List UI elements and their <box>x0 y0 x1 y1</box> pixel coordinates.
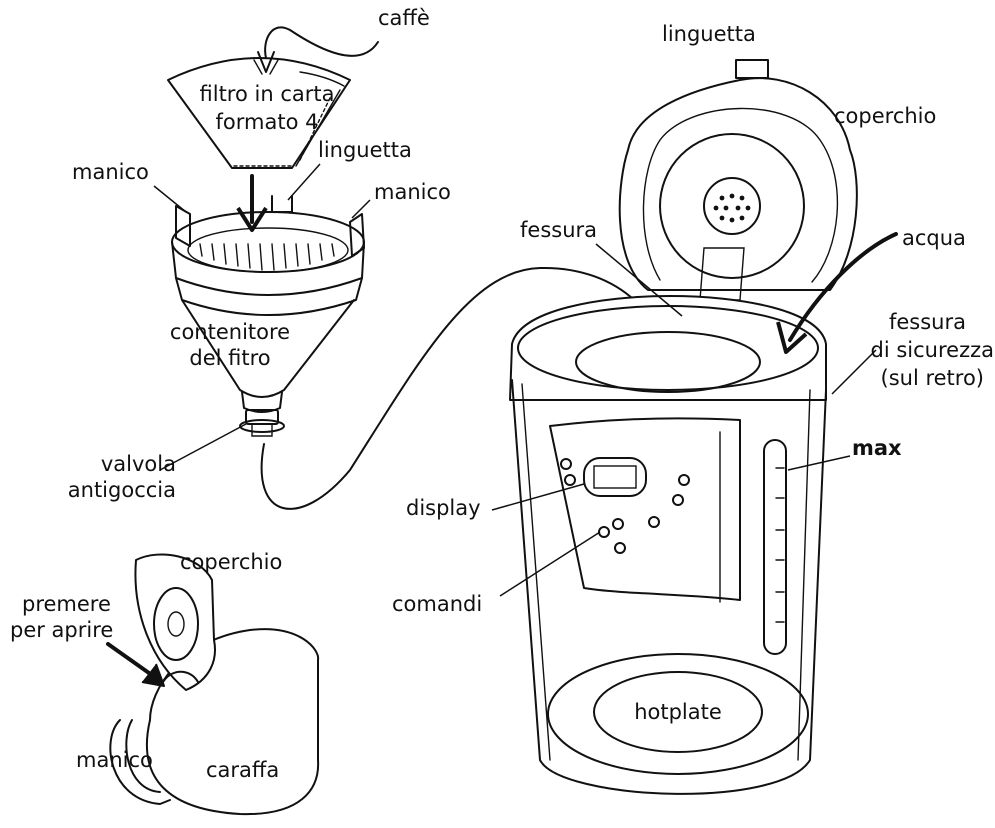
label-machine-lid: coperchio <box>834 104 937 128</box>
label-on-back: (sul retro) <box>880 366 985 390</box>
label-water: acqua <box>902 226 966 250</box>
carafe <box>106 553 320 816</box>
label-handle-right: manico <box>374 180 451 204</box>
label-valve: valvola <box>100 452 176 476</box>
label-carafe-lid: coperchio <box>180 550 283 574</box>
label-carafe-handle: manico <box>76 748 153 772</box>
label-filter-holder-2: del fitro <box>189 346 271 370</box>
label-filter-size: formato 4 <box>215 110 319 134</box>
label-to-open: per aprire <box>10 618 114 642</box>
label-handle-left: manico <box>72 160 149 184</box>
label-safety-slot-2: di sicurezza <box>870 338 994 362</box>
label-press: premere <box>22 592 111 616</box>
coffee-machine <box>509 59 898 795</box>
label-carafe: caraffa <box>206 758 280 782</box>
label-hotplate: hotplate <box>634 700 722 724</box>
label-filter-holder: contenitore <box>169 320 291 344</box>
filter-holder <box>171 195 365 437</box>
label-paper-filter: filtro in carta <box>199 82 335 106</box>
label-controls: comandi <box>392 592 483 616</box>
label-slot: fessura <box>520 218 598 242</box>
label-caffe: caffè <box>378 6 430 30</box>
control-buttons <box>560 458 690 554</box>
label-filter-tab: linguetta <box>318 138 412 162</box>
lid-sprinkler-holes <box>713 193 751 223</box>
coffee-pour-arrow <box>253 26 379 75</box>
label-lid-tab: linguetta <box>662 22 756 46</box>
label-safety-slot: fessura <box>888 310 966 334</box>
label-display: display <box>406 496 481 520</box>
leader-lines <box>153 163 877 597</box>
label-anti-drip: antigoccia <box>67 478 176 502</box>
label-max: max <box>852 436 902 460</box>
paper-filter <box>167 57 351 169</box>
insert-arrow <box>236 174 268 232</box>
